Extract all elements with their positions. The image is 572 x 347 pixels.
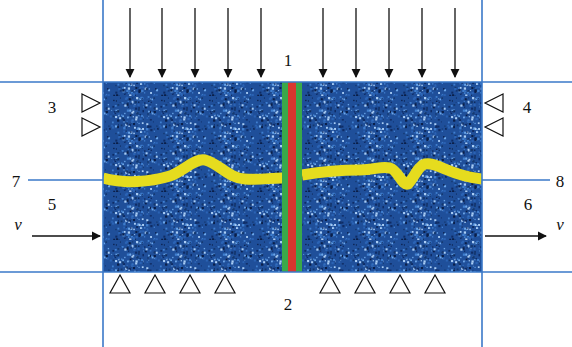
velocity-symbol: v: [14, 216, 22, 233]
central-strip: [282, 82, 302, 272]
granular-specimen: [103, 82, 482, 272]
weak-layer: [103, 160, 282, 182]
boundary-number: 1: [284, 52, 293, 69]
boundary-number: 8: [556, 173, 565, 190]
velocity-arrows: [32, 235, 546, 236]
load-arrows: [130, 8, 455, 77]
weak-layer: [302, 164, 482, 184]
fixed-supports: [110, 275, 445, 293]
boundary-number: 4: [523, 99, 532, 116]
velocity-symbol: v: [556, 216, 564, 233]
boundary-number: 6: [524, 196, 533, 213]
boundary-number: 7: [12, 173, 21, 190]
central-strip-core: [288, 82, 296, 272]
boundary-number: 2: [284, 296, 293, 313]
boundary-number: 3: [48, 99, 57, 116]
roller-supports: [82, 94, 503, 136]
boundary-number: 5: [48, 196, 57, 213]
